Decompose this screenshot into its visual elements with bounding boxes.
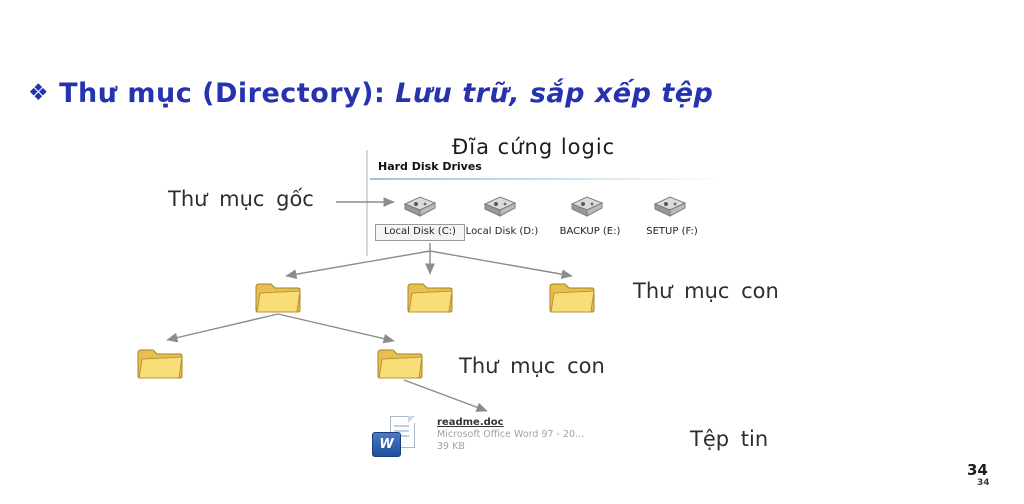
- diamond-bullet-icon: ❖: [28, 80, 50, 106]
- folder-icon-4: [137, 349, 183, 379]
- connector-folder1-to-folder4: [166, 313, 279, 343]
- logical-disk-heading: Đĩa cứng logic: [452, 135, 616, 159]
- hard-drive-icon-f: [653, 196, 687, 217]
- file-name: readme.doc: [437, 417, 504, 428]
- title-text: Thư mục (Directory):: [59, 78, 396, 109]
- root-directory-label: Thư mục gốc: [168, 187, 314, 211]
- hard-drive-icon-e: [570, 196, 604, 217]
- word-document-icon: W: [372, 416, 418, 458]
- connector-folder1-to-folder5: [277, 313, 395, 344]
- drive-label-c: Local Disk (C:): [375, 224, 465, 241]
- folder-icon-1: [255, 283, 301, 313]
- connector-drive-to-folder3: [429, 250, 573, 280]
- file-type: Microsoft Office Word 97 - 20...: [437, 429, 585, 440]
- group-underline-rule: [370, 178, 726, 180]
- folder-icon-5: [377, 349, 423, 379]
- hard-drive-icon-d: [483, 196, 517, 217]
- sub-directory-label-2: Thư mục con: [459, 354, 605, 378]
- folder-icon-3: [549, 283, 595, 313]
- page-number-shadow: 34: [977, 478, 990, 488]
- drive-label-e: BACKUP (E:): [559, 226, 621, 237]
- file-label: Tệp tin: [690, 427, 769, 451]
- page-number: 34: [967, 461, 988, 479]
- slide-title: ❖ Thư mục (Directory): Lưu trữ, sắp xếp t…: [28, 78, 988, 109]
- connector-drive-to-folder1: [285, 250, 431, 280]
- connector-folder5-to-file: [403, 379, 488, 412]
- title-emphasis-text: Lưu trữ, sắp xếp tệp: [395, 78, 714, 109]
- hard-disk-drives-group-label: Hard Disk Drives: [378, 160, 482, 173]
- folder-icon-2: [407, 283, 453, 313]
- hard-drive-icon-c: [403, 196, 437, 217]
- word-logo-icon: W: [372, 432, 401, 457]
- drive-label-d: Local Disk (D:): [465, 226, 539, 237]
- drive-label-f: SETUP (F:): [646, 226, 698, 237]
- file-tile-text: readme.doc Microsoft Office Word 97 - 20…: [437, 417, 667, 452]
- sub-directory-label-1: Thư mục con: [633, 279, 779, 303]
- file-size: 39 KB: [437, 441, 465, 452]
- page-fold-corner: [408, 416, 415, 423]
